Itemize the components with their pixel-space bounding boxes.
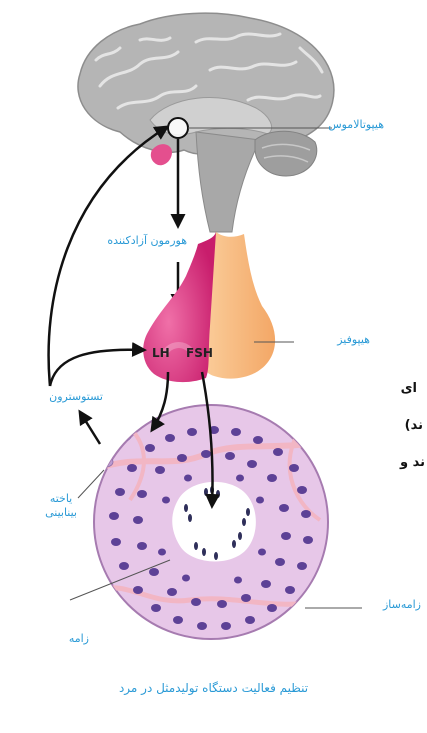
feedback-to-pituitary-arrow [50,350,144,386]
sperm-producing-label: زامه‌ساز [383,598,421,612]
releasing-hormone-label: هورمون آزادکننده [107,234,187,248]
interstitial-cell-label-line2: بینابینی [45,506,77,519]
interstitial-cell-label-line1: یاخته [50,492,72,505]
brain-illustration [78,13,334,232]
hypothalamus-label: هیپوتالاموس [328,118,384,132]
figure-caption: تنظیم فعالیت دستگاه تولیدمثل در مرد [0,681,427,695]
hypothalamus-marker [168,118,188,138]
cropped-text-line2: ند) [405,418,423,433]
pituitary-label: هیپوفیز [337,333,370,347]
sperm-label: زامه [69,632,89,646]
testosterone-arrow [80,412,100,444]
cropped-text-line1: ای [401,381,417,396]
lh-label: LH [152,346,170,360]
interstitial-cell-label: یاخته بینابینی [45,492,77,520]
cropped-text-line3: ند و [400,455,425,470]
fsh-label: FSH [186,346,213,360]
testosterone-label: تستوسترون [49,390,103,404]
